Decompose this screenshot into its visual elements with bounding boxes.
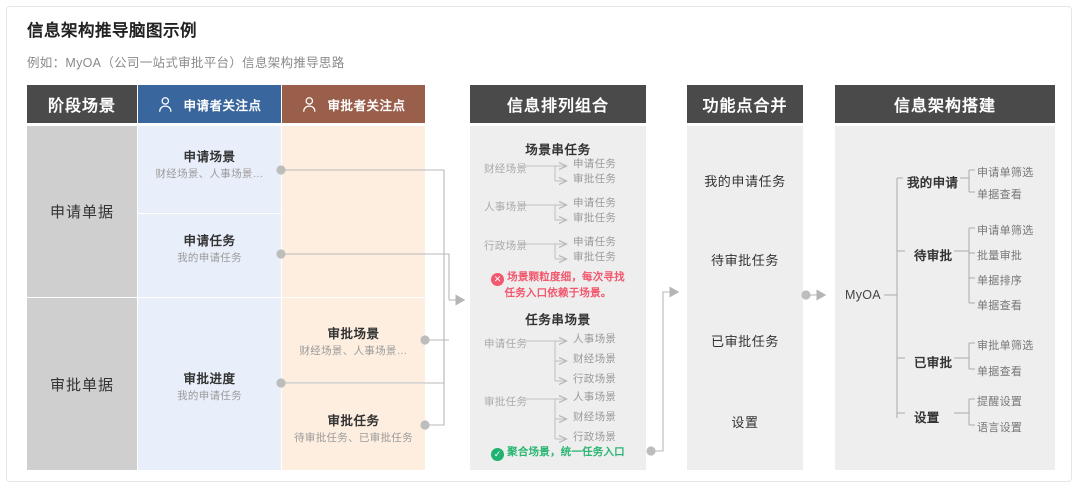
page-subtitle: 例如：MyOA（公司一站式审批平台）信息架构推导思路 <box>27 56 345 70</box>
approver-item-title: 审批场景 <box>327 327 380 341</box>
page-title: 信息架构推导脑图示例 <box>27 22 197 40</box>
applicant-item-title: 审批进度 <box>183 372 236 386</box>
approver-item-desc: 财经场景、人事场景… <box>299 345 408 357</box>
header-applicant-label: 申请者关注点 <box>183 98 262 113</box>
architecture-leaf-0-0: 申请单筛选 <box>977 167 1034 179</box>
arrangement-note-positive: ✓聚合场景，统一任务入口 <box>470 445 646 461</box>
arrangement-group2-title: 任务串场景 <box>525 313 591 327</box>
stage-cell-0: 申请单据 <box>27 126 137 297</box>
header-arrangement: 信息排列组合 <box>470 85 646 123</box>
header-architecture-label: 信息架构搭建 <box>893 98 996 115</box>
architecture-leaf-2-1: 单据查看 <box>977 366 1023 378</box>
merge-item-1: 待审批任务 <box>710 253 779 268</box>
applicant-item-1: 申请任务 我的申请任务 <box>138 232 281 266</box>
architecture-branch-3: 设置 <box>914 411 940 425</box>
person-icon <box>157 95 183 114</box>
architecture-leaf-1-3: 单据查看 <box>977 300 1023 312</box>
approver-item-desc: 待审批任务、已审批任务 <box>294 432 413 444</box>
arrangement-g2-target-1-1: 财经场景 <box>573 411 617 423</box>
header-architecture: 信息架构搭建 <box>835 85 1055 123</box>
row-divider <box>138 213 281 214</box>
architecture-leaf-3-0: 提醒设置 <box>977 396 1023 408</box>
applicant-item-desc: 我的申请任务 <box>177 252 242 264</box>
merge-panel <box>687 126 803 470</box>
header-arrangement-label: 信息排列组合 <box>506 98 609 115</box>
applicant-item-title: 申请任务 <box>183 234 236 248</box>
arrangement-g1-source-0: 财经场景 <box>484 163 528 175</box>
approver-cell-empty <box>282 126 425 297</box>
arrangement-g2-source-0: 申请任务 <box>484 338 528 350</box>
merge-item-2: 已审批任务 <box>710 334 779 349</box>
arrangement-g2-target-0-1: 财经场景 <box>573 353 617 365</box>
architecture-branch-2: 已审批 <box>914 356 953 370</box>
arrangement-g1-target-1-1: 审批任务 <box>573 212 617 224</box>
applicant-item-0: 申请场景 财经场景、人事场景… <box>138 148 281 182</box>
architecture-leaf-3-1: 语言设置 <box>977 422 1023 434</box>
header-stage-label: 阶段场景 <box>47 98 116 115</box>
approver-item-0: 审批场景 财经场景、人事场景… <box>282 325 425 359</box>
arrangement-note-negative: ✕场景颗粒度细，每次寻找 任务入口依赖于场景。 <box>470 270 646 301</box>
note-line-1: 场景颗粒度细，每次寻找 <box>507 271 625 283</box>
arrangement-g1-source-2: 行政场景 <box>484 240 528 252</box>
arrangement-g1-target-1-0: 申请任务 <box>573 197 617 209</box>
applicant-item-2: 审批进度 我的申请任务 <box>138 370 281 404</box>
header-stage: 阶段场景 <box>27 85 137 123</box>
header-approver-label: 审批者关注点 <box>327 98 406 113</box>
architecture-leaf-1-0: 申请单筛选 <box>977 225 1034 237</box>
approver-item-title: 审批任务 <box>327 414 380 428</box>
approver-item-1: 审批任务 待审批任务、已审批任务 <box>282 412 425 446</box>
arrangement-g2-target-1-0: 人事场景 <box>573 391 617 403</box>
applicant-item-title: 申请场景 <box>183 150 236 164</box>
header-merge-label: 功能点合并 <box>702 98 788 115</box>
arrangement-g1-target-2-1: 审批任务 <box>573 251 617 263</box>
architecture-leaf-0-1: 单据查看 <box>977 189 1023 201</box>
row-divider <box>282 383 425 384</box>
header-merge: 功能点合并 <box>687 85 803 123</box>
arrangement-g2-source-1: 审批任务 <box>484 396 528 408</box>
stage-label: 申请单据 <box>49 204 114 221</box>
arrangement-g2-target-0-0: 人事场景 <box>573 333 617 345</box>
header-applicant: 申请者关注点 <box>138 85 281 123</box>
architecture-panel <box>835 126 1055 470</box>
applicant-cell-0 <box>138 126 281 213</box>
arrangement-g1-target-0-0: 申请任务 <box>573 158 617 170</box>
applicant-item-desc: 我的申请任务 <box>177 390 242 402</box>
arrangement-g1-source-1: 人事场景 <box>484 201 528 213</box>
arrangement-group1-title: 场景串任务 <box>525 143 591 157</box>
architecture-leaf-1-1: 批量审批 <box>977 250 1023 262</box>
architecture-leaf-2-0: 审批单筛选 <box>977 340 1034 352</box>
note-line-2: 任务入口依赖于场景。 <box>504 287 612 299</box>
architecture-branch-1: 待审批 <box>914 249 953 263</box>
architecture-root: MyOA <box>845 288 881 302</box>
architecture-leaf-1-2: 单据排序 <box>977 275 1023 287</box>
note-line-1: 聚合场景，统一任务入口 <box>507 446 625 458</box>
arrangement-g2-target-1-2: 行政场景 <box>573 431 617 443</box>
header-approver: 审批者关注点 <box>282 85 425 123</box>
check-icon: ✓ <box>491 448 505 461</box>
arrangement-g1-target-2-0: 申请任务 <box>573 236 617 248</box>
row-divider <box>27 297 425 298</box>
arrangement-g1-target-0-1: 审批任务 <box>573 173 617 185</box>
applicant-cell-2 <box>138 298 281 470</box>
merge-item-3: 设置 <box>731 415 759 430</box>
arrangement-panel <box>470 126 646 470</box>
stage-label: 审批单据 <box>49 376 114 394</box>
person-icon <box>301 95 327 114</box>
cross-icon: ✕ <box>491 273 505 286</box>
stage-cell-1: 审批单据 <box>27 298 137 470</box>
merge-item-0: 我的申请任务 <box>704 174 786 189</box>
applicant-item-desc: 财经场景、人事场景… <box>155 168 264 180</box>
approver-cell-1 <box>282 384 425 470</box>
arrangement-g2-target-0-2: 行政场景 <box>573 373 617 385</box>
architecture-branch-0: 我的申请 <box>907 176 959 190</box>
applicant-cell-1 <box>138 214 281 297</box>
